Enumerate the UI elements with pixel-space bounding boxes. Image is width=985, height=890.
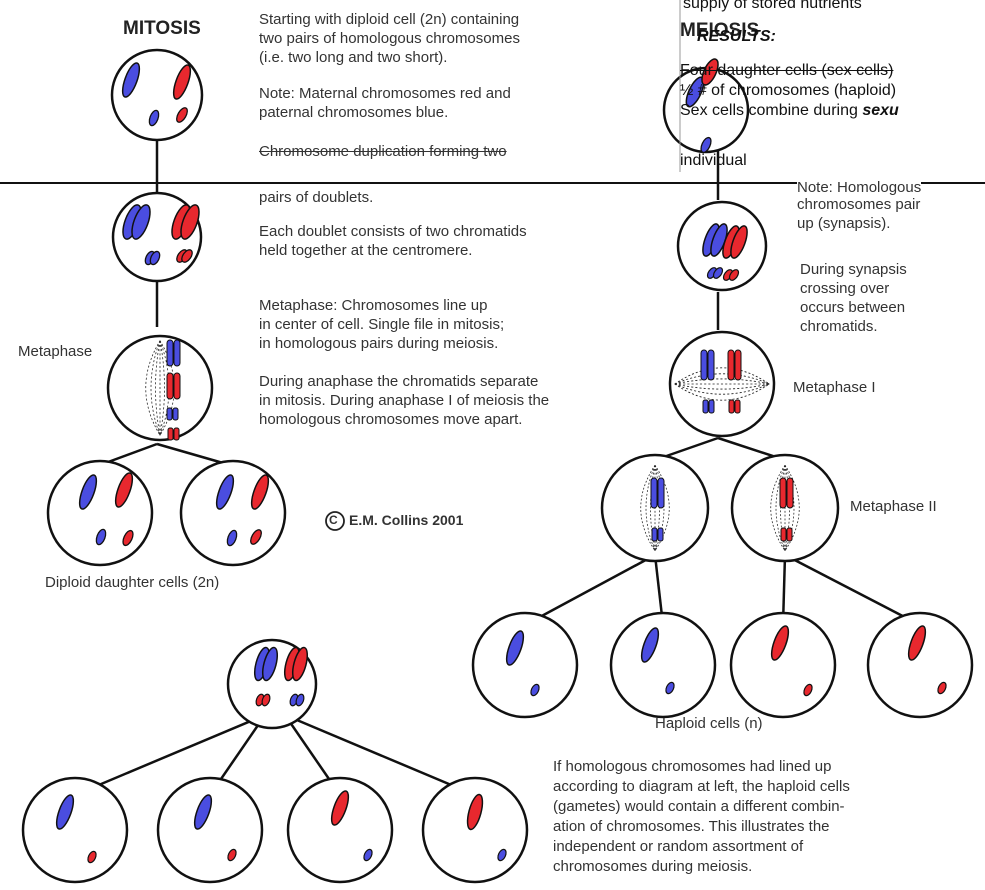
assortment-note-4: ation of chromosomes. This illustrates t… — [553, 818, 830, 835]
note-line-7: pairs of doublets. — [259, 189, 374, 206]
mitosis-header: MITOSIS — [123, 18, 201, 39]
note-line-3: (i.e. two long and two short). — [259, 49, 448, 66]
haploid-cell-3 — [729, 611, 837, 719]
copyright-icon — [325, 511, 345, 531]
note-line-15: homologous chromosomes move apart. — [259, 411, 523, 428]
meiosis-header: MEIOSIS — [680, 20, 760, 41]
overlay-result-4: individual — [680, 152, 747, 169]
overlay-result-3-text: Sex cells combine during — [680, 102, 863, 119]
synapsis-note-2: crossing over — [800, 280, 890, 297]
note-line-1: Starting with diploid cell (2n) containi… — [259, 11, 520, 28]
homologous-note-1: Note: Homologous — [797, 178, 922, 197]
assortment-note-6: chromosomes during meiosis. — [553, 858, 753, 875]
mitosis-daughter-cell-left — [46, 459, 154, 567]
overlay-result-1: Four daughter cells (sex cells) — [680, 62, 894, 79]
mitosis-metaphase-cell — [106, 334, 214, 442]
meiosis-metaphase-2-cell-left — [600, 453, 710, 563]
assortment-note-5: independent or random assortment of — [553, 838, 804, 855]
note-line-14: in mitosis. During anaphase I of meiosis… — [259, 392, 550, 409]
mitosis-cell-1 — [110, 48, 204, 142]
assortment-connectors — [74, 713, 476, 797]
metaphase-label: Metaphase — [18, 343, 93, 360]
overlay-top-line: supply of stored nutrients — [683, 0, 862, 12]
note-line-10: Metaphase: Chromosomes line up — [259, 297, 488, 314]
assortment-gamete-2 — [156, 776, 264, 884]
overlay-result-3: Sex cells combine during sexu — [680, 101, 899, 121]
note-line-5: paternal chromosomes blue. — [259, 104, 449, 121]
haploid-cell-1 — [471, 611, 579, 719]
synapsis-note-1: During synapsis — [800, 261, 907, 278]
copyright-symbol: C — [329, 513, 338, 527]
assortment-note-1: If homologous chromosomes had lined up — [553, 758, 832, 775]
meiosis-cell-1 — [662, 58, 750, 154]
synapsis-note-4: chromatids. — [800, 318, 878, 335]
mitosis-daughter-cell-right — [179, 459, 287, 567]
metaphase-2-label: Metaphase II — [850, 498, 937, 515]
haploid-cell-2 — [609, 611, 717, 719]
synapsis-note-3: occurs between — [800, 299, 906, 316]
note-line-4: Note: Maternal chromosomes red and — [259, 85, 511, 102]
metaphase-1-label: Metaphase I — [793, 379, 876, 396]
note-line-2: two pairs of homologous chromosomes — [259, 30, 520, 47]
assortment-gamete-1 — [21, 776, 129, 884]
haploid-cell-4 — [866, 611, 974, 719]
assortment-parent-cell — [226, 638, 318, 730]
overlay-result-3-bold: sexu — [862, 102, 899, 119]
assortment-note-2: according to diagram at left, the haploi… — [553, 778, 850, 795]
diploid-cells-label: Diploid daughter cells (2n) — [45, 574, 220, 591]
note-line-8: Each doublet consists of two chromatids — [259, 223, 527, 240]
haploid-cells-label: Haploid cells (n) — [655, 715, 763, 732]
meiosis-cell-2 — [676, 200, 768, 292]
overlay-result-2: ½ # of chromosomes (haploid) — [680, 82, 897, 99]
note-line-12: in homologous pairs during meiosis. — [259, 335, 499, 352]
homologous-note-2: chromosomes pair — [797, 196, 921, 213]
assortment-note-3: (gametes) would contain a different comb… — [553, 798, 845, 815]
meiosis-metaphase-2-cell-right — [730, 453, 840, 563]
assortment-gamete-3 — [286, 776, 394, 884]
homologous-note-3: up (synapsis). — [797, 215, 891, 232]
note-line-6: Chromosome duplication forming two — [259, 143, 507, 160]
mitosis-cell-2 — [111, 191, 203, 283]
meiosis-metaphase-1-cell — [668, 330, 776, 438]
meiosis-connectors — [524, 150, 921, 627]
note-line-13: During anaphase the chromatids separate — [259, 373, 539, 390]
assortment-gamete-4 — [421, 776, 529, 884]
overlay-results-heading: RESULTS: — [697, 28, 776, 45]
note-line-11: in center of cell. Single file in mitosi… — [259, 316, 505, 333]
note-line-9: held together at the centromere. — [259, 242, 473, 259]
copyright-label: E.M. Collins 2001 — [349, 512, 464, 528]
